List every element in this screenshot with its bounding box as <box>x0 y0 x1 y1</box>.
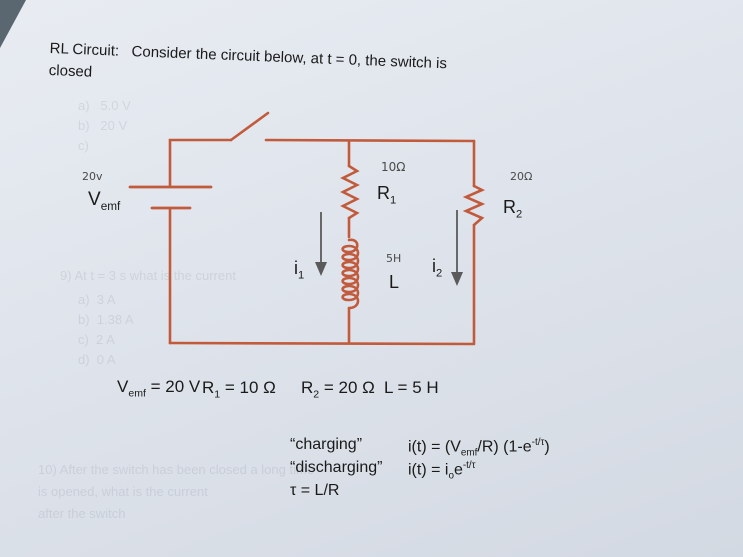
handwritten-inductor-value: 5H <box>386 252 402 265</box>
charging-formula: i(t) = (Vemf/R) (1-e-t/τ) <box>408 437 550 459</box>
show-through-text: is opened, what is the current <box>38 484 208 499</box>
wire-top <box>264 138 476 143</box>
show-through-text: 9) At t = 3 s what is the current <box>60 268 236 283</box>
show-through-text: c) <box>78 138 89 153</box>
wire-bottom <box>168 341 476 346</box>
label-i1: i1 <box>294 258 305 282</box>
given-r1: R1 = 10 Ω <box>202 378 276 401</box>
handwritten-r1-value: 10Ω <box>381 160 406 174</box>
given-inductance: L = 5 H <box>384 378 439 397</box>
discharging-label: “discharging” <box>290 459 383 476</box>
handwritten-r2-value: 20Ω <box>510 170 533 183</box>
label-r2: R2 <box>503 197 523 221</box>
show-through-text: after the switch <box>38 506 126 521</box>
time-constant-formula: τ = L/R <box>290 482 340 499</box>
current-arrowhead-i1 <box>315 262 327 276</box>
resistor-r2 <box>462 184 486 227</box>
given-vemf: Vemf = 20 V <box>117 377 201 400</box>
current-arrowhead-i2 <box>451 272 463 286</box>
charging-label: “charging” <box>290 436 363 453</box>
resistor-r1 <box>340 164 360 220</box>
label-vemf: Vemf <box>88 189 121 213</box>
handwritten-source-voltage: 20v <box>82 170 103 183</box>
show-through-text: d) 0 A <box>78 352 116 367</box>
show-through-text: b) 20 V <box>78 118 128 133</box>
discharging-formula: i(t) = ioe-t/τ <box>408 460 476 482</box>
label-inductor: L <box>389 272 400 292</box>
label-r1: R1 <box>377 183 397 207</box>
show-through-text: a) 5.0 V <box>78 98 131 113</box>
given-r2: R2 = 20 Ω <box>301 378 375 401</box>
inductor-coil <box>341 238 360 310</box>
show-through-text: c) 2 A <box>78 332 115 347</box>
show-through-text: a) 3 A <box>78 292 116 307</box>
show-through-text: b) 1.38 A <box>78 312 134 327</box>
label-i2: i2 <box>432 256 443 280</box>
show-through-text: 10) After the switch has been closed a l… <box>38 462 315 477</box>
wire-top-left <box>168 138 233 188</box>
switch-blade <box>229 111 270 142</box>
